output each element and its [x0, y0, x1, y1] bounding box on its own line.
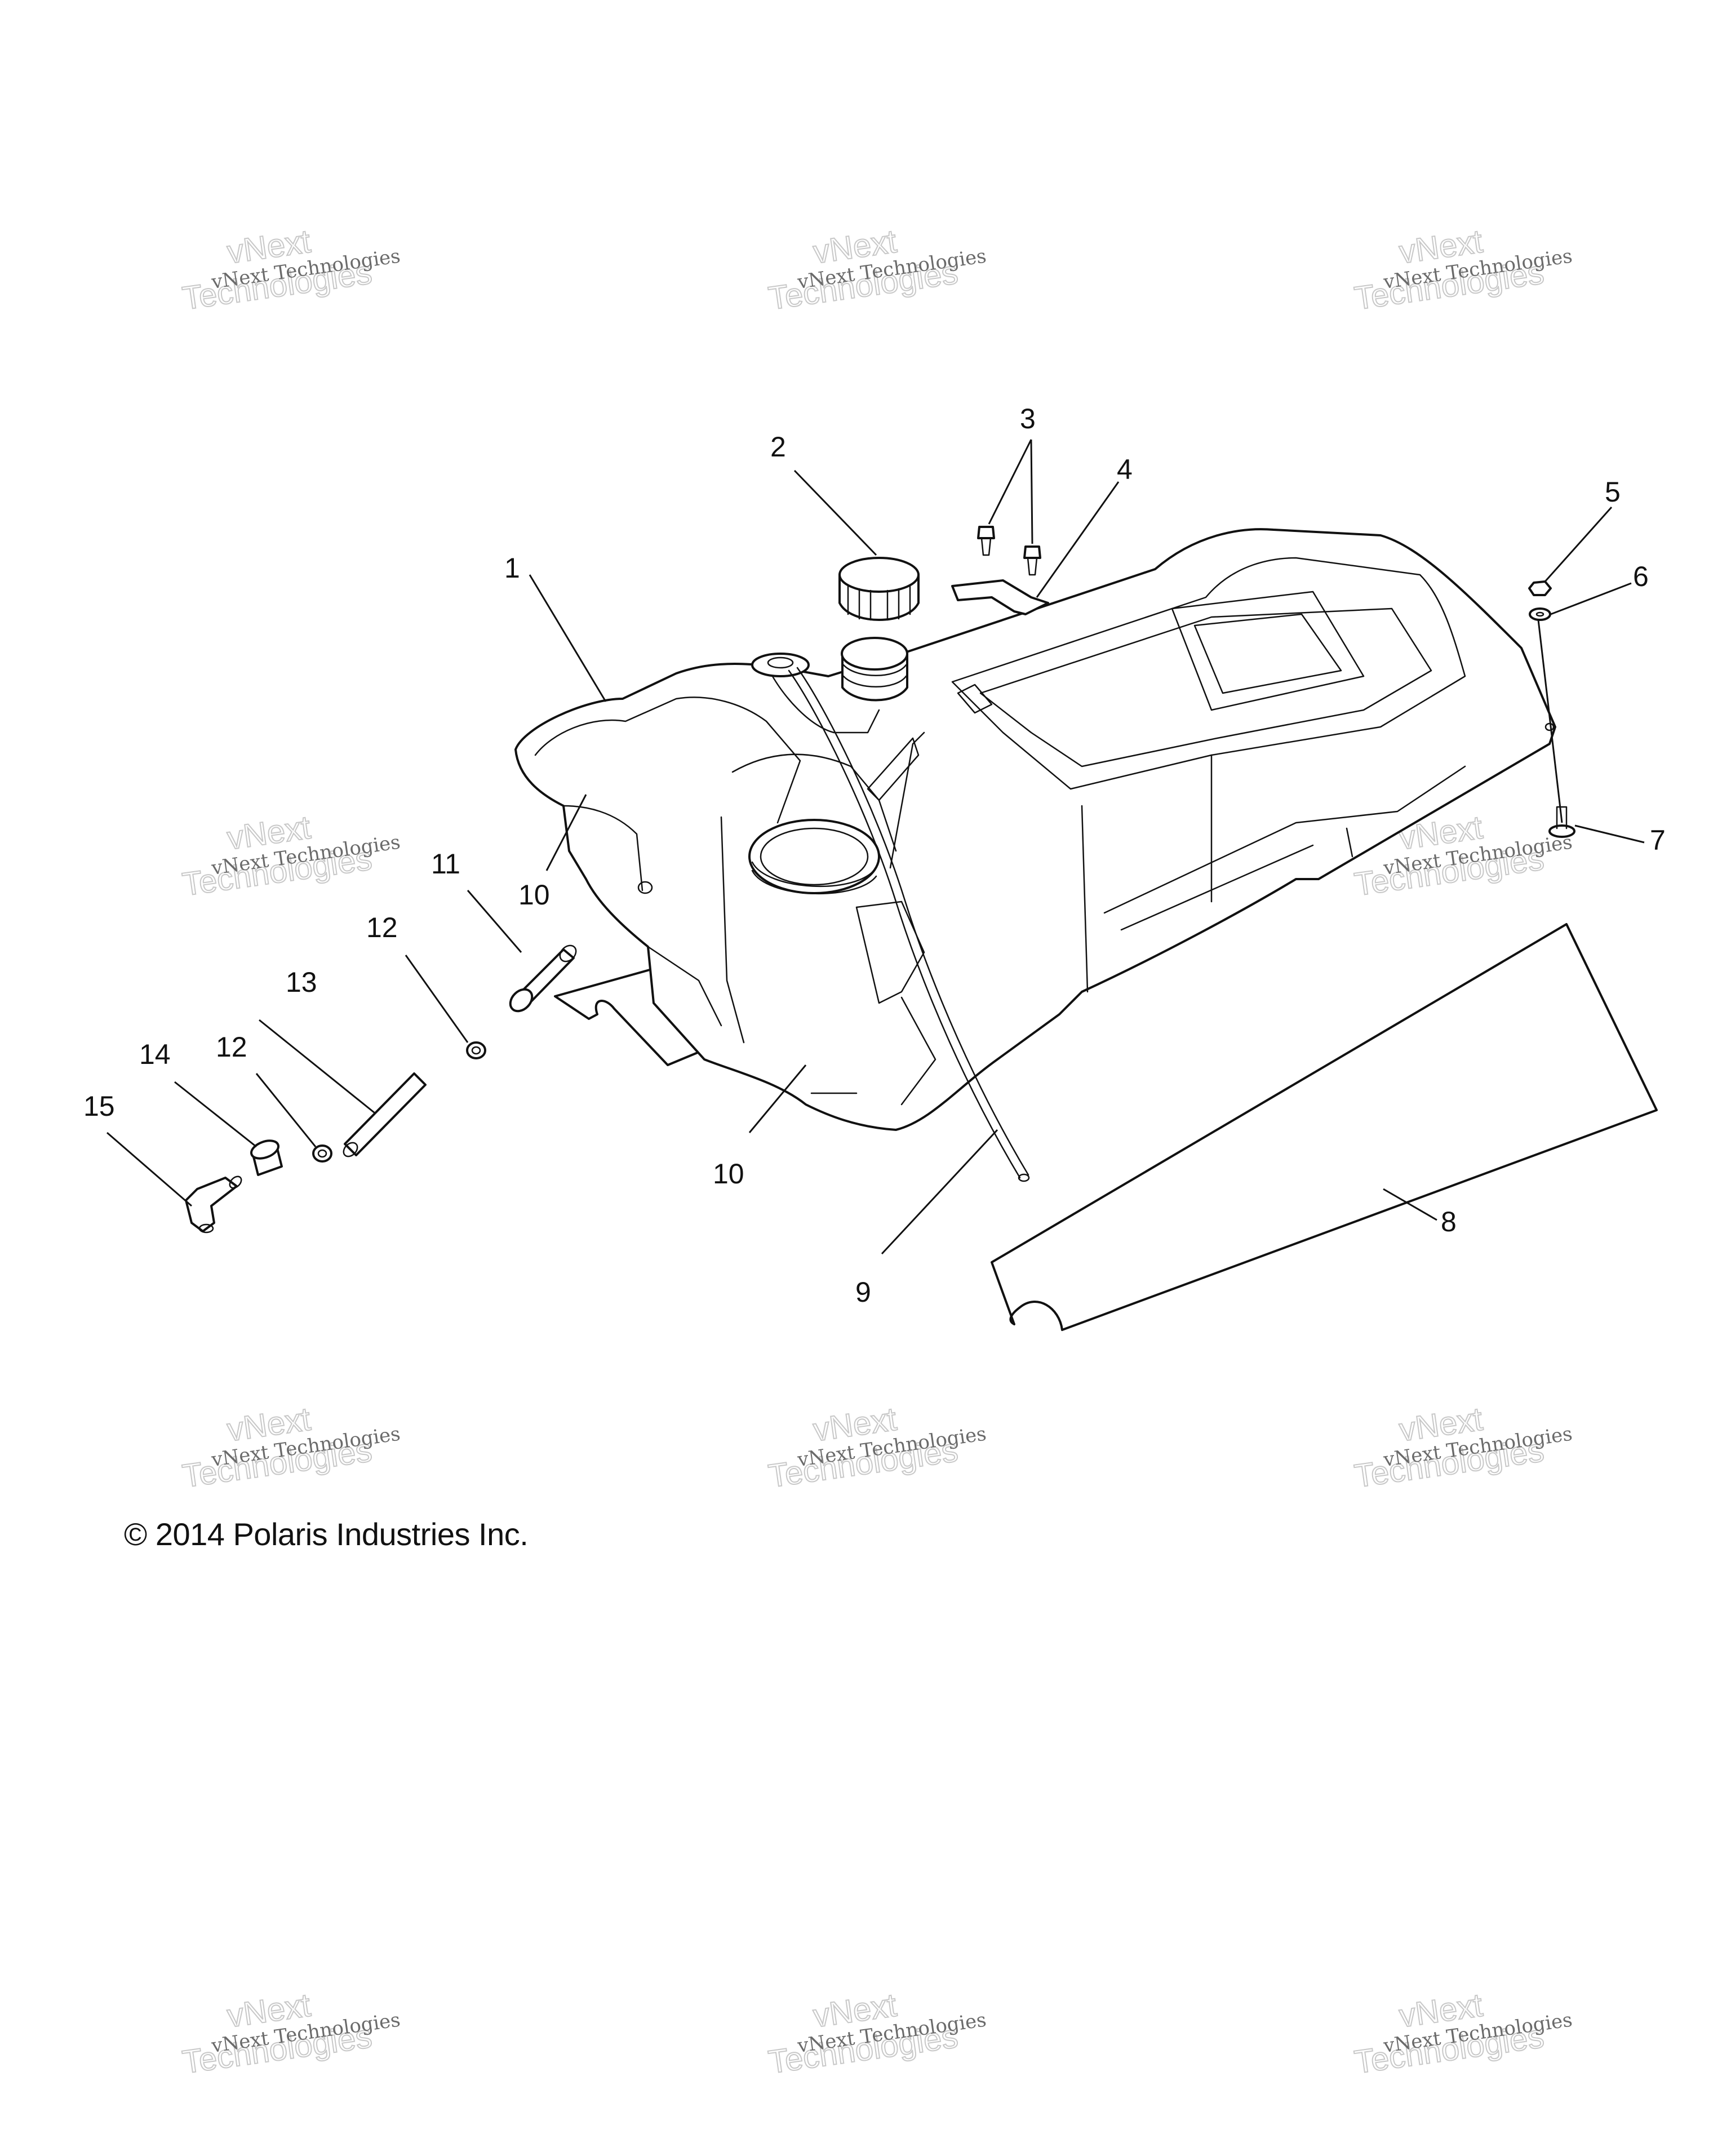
- part-8-pad: [991, 923, 1658, 1331]
- part-12-clamp-upper: [466, 1041, 486, 1059]
- callout-7: 7: [1650, 824, 1666, 856]
- callout-3: 3: [1020, 403, 1036, 434]
- callout-12-lower: 12: [216, 1031, 247, 1063]
- watermark-tile: vNext Technologies vNext Technologies: [180, 1400, 402, 1496]
- callout-5: 5: [1605, 476, 1621, 508]
- callout-10-upper: 10: [518, 879, 550, 911]
- part-6-washer-hole: [1535, 611, 1544, 617]
- callout-14: 14: [139, 1039, 171, 1070]
- watermark-tile: vNext Technologies vNext Technologies: [1352, 1986, 1574, 2082]
- part-3-screw-left: [977, 526, 995, 556]
- part-12-clamp-lower-hole: [317, 1149, 327, 1158]
- watermark-tile: vNext Technologies vNext Technologies: [766, 1986, 988, 2082]
- part-12-clamp-lower: [312, 1144, 332, 1163]
- callout-11: 11: [431, 848, 460, 880]
- watermark-tile: vNext Technologies vNext Technologies: [1352, 223, 1574, 318]
- part-14-grommet: [250, 1139, 283, 1176]
- watermark-tile: vNext Technologies vNext Technologies: [180, 809, 402, 904]
- part-4-bracket: [951, 579, 1049, 615]
- copyright-notice: © 2014 Polaris Industries Inc.: [124, 1516, 529, 1552]
- callout-1: 1: [504, 552, 520, 584]
- callout-15: 15: [83, 1090, 115, 1122]
- part-5-nut: [1528, 580, 1552, 596]
- callout-12-upper: 12: [366, 912, 398, 943]
- leader-lines: [106, 439, 1645, 1255]
- part-13-hose: [343, 1072, 427, 1157]
- callout-13: 13: [286, 966, 317, 998]
- callout-labels: 1 2 3 4 5 6 7 8 9 10 10 11 12 12 13 14 1…: [83, 403, 1666, 1308]
- part-12-clamp-upper-hole: [471, 1046, 481, 1055]
- part-9-vent-hose: [788, 667, 1029, 1179]
- callout-8: 8: [1441, 1206, 1457, 1237]
- watermark-tile: vNext Technologies vNext Technologies: [1352, 1400, 1574, 1496]
- watermark-tile: vNext Technologies vNext Technologies: [180, 223, 402, 318]
- watermark-tile: vNext Technologies vNext Technologies: [766, 223, 988, 318]
- part-3-screw-right: [1023, 545, 1041, 576]
- watermark-tile: vNext Technologies vNext Technologies: [180, 1986, 402, 2082]
- part-6-washer: [1529, 607, 1551, 621]
- callout-6: 6: [1633, 561, 1649, 592]
- part-7-bolt: [1548, 806, 1575, 838]
- callout-2: 2: [770, 431, 786, 463]
- part-2-fuel-cap: [838, 557, 920, 621]
- callout-9: 9: [855, 1276, 871, 1308]
- part-15-elbow-fitting: [185, 1175, 242, 1234]
- part-11-fitting: [509, 944, 577, 1013]
- callout-10-lower: 10: [713, 1158, 744, 1190]
- watermark-tile: vNext Technologies vNext Technologies: [766, 1400, 988, 1496]
- part-9-hose-end: [1018, 1173, 1030, 1182]
- part-1-fuel-tank: [514, 528, 1556, 1131]
- callout-4: 4: [1117, 454, 1133, 485]
